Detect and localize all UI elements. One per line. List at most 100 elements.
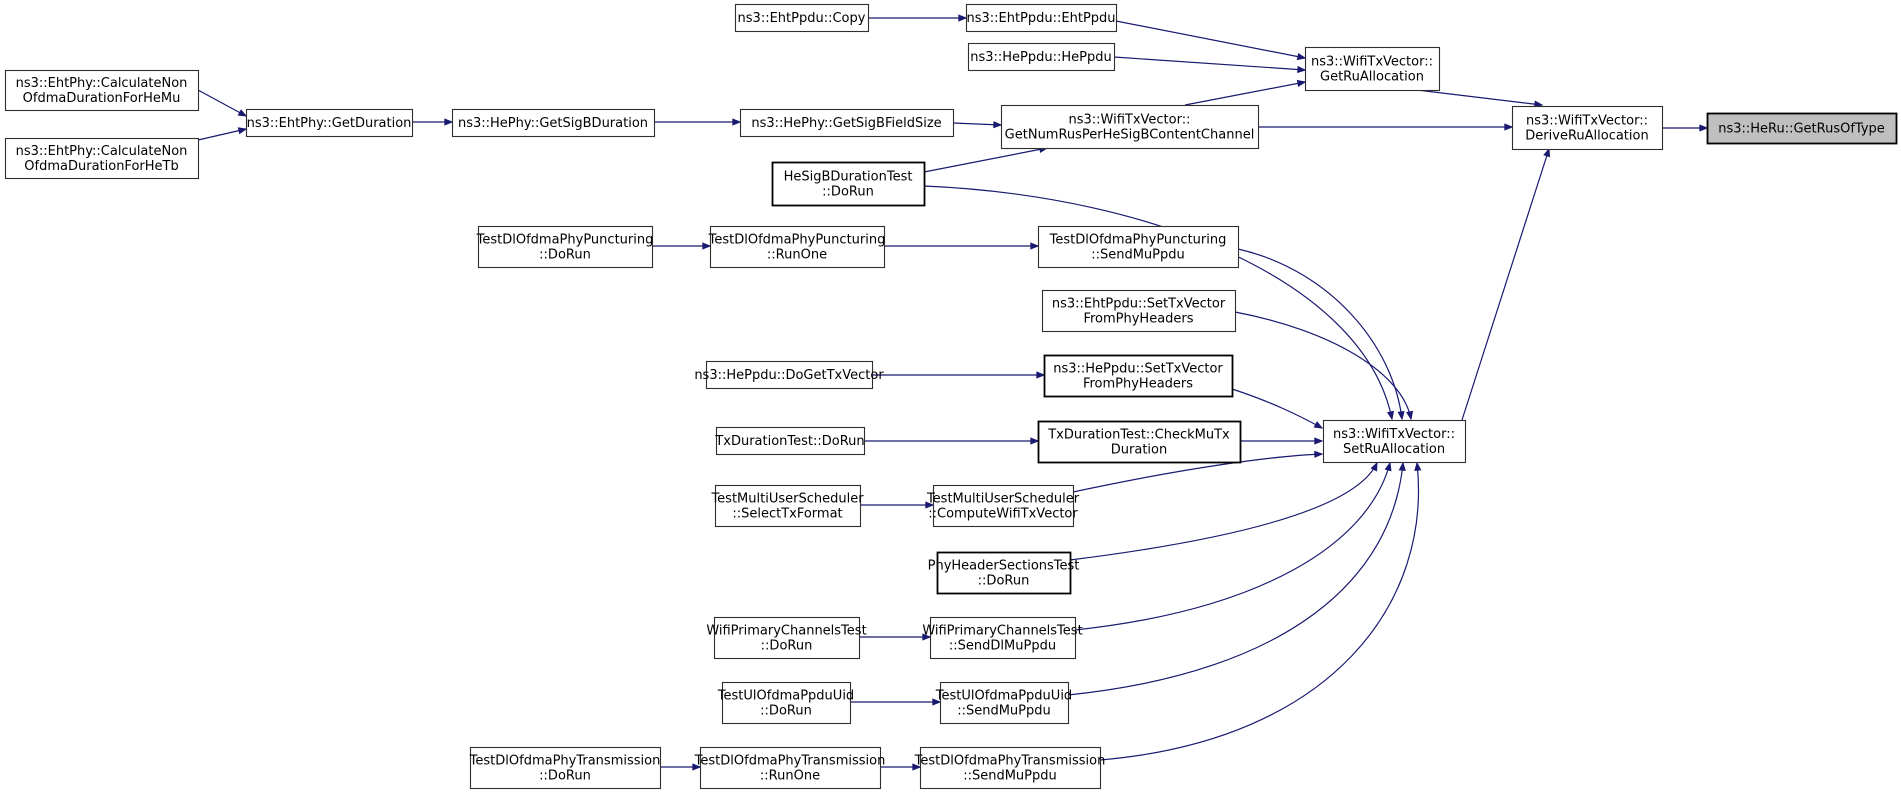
node-test-dl-ofdma-phy-puncturing-sendmuppdu[interactable]: TestDlOfdmaPhyPuncturing::SendMuPpdu — [1037, 225, 1240, 269]
node-label: ::SendMuPpdu — [1091, 248, 1185, 263]
node-label: ::SendMuPpdu — [963, 769, 1057, 784]
node-calc-he-tb[interactable]: ns3::EhtPhy::CalculateNonOfdmaDurationFo… — [4, 137, 200, 180]
edge-test-dl-ofdma-phy-puncturing-sendmuppdu--set-ru-allocation — [1237, 248, 1405, 421]
node-label: TestDlOfdmaPhyTransmission — [469, 754, 661, 769]
node-get-rus-of-type: ns3::HeRu::GetRusOfType — [1706, 112, 1898, 145]
node-label: TestDlOfdmaPhyPuncturing — [1049, 233, 1227, 248]
node-label: Duration — [1111, 443, 1167, 458]
node-label: ::SendDlMuPpdu — [949, 639, 1056, 654]
node-he-get-sigb-duration[interactable]: ns3::HePhy::GetSigBDuration — [451, 108, 656, 138]
node-label: ns3::EhtPhy::GetDuration — [247, 116, 412, 131]
node-test-dl-ofdma-phy-puncturing-dorun[interactable]: TestDlOfdmaPhyPuncturing::DoRun — [476, 225, 654, 269]
edge-eht-ppdu-set-txvector-from-phy-headers--set-ru-allocation — [1234, 311, 1414, 421]
node-label: ::RunOne — [767, 248, 827, 263]
node-tx-duration-test-dorun[interactable]: TxDurationTest::DoRun — [714, 426, 866, 456]
node-label: TxDurationTest::DoRun — [714, 434, 864, 449]
node-label: ns3::EhtPpdu::EhtPpdu — [966, 11, 1115, 26]
node-label: ::DoRun — [539, 248, 591, 263]
node-wifi-primary-channels-test-dorun[interactable]: WifiPrimaryChannelsTest::DoRun — [706, 616, 867, 660]
node-label: TestUlOfdmaPpduUid — [717, 689, 854, 704]
edge-set-ru-allocation--derive-ru-allocation — [1461, 147, 1551, 421]
node-get-num-rus-per-he-sigb-content-channel[interactable]: ns3::WifiTxVector::GetNumRusPerHeSigBCon… — [1000, 104, 1260, 150]
node-label: ::ComputeWifiTxVector — [928, 507, 1078, 522]
node-label: GetNumRusPerHeSigBContentChannel — [1005, 128, 1255, 143]
node-get-ru-allocation[interactable]: ns3::WifiTxVector::GetRuAllocation — [1304, 46, 1441, 92]
edge-test-ul-ofdma-ppdu-uid-sendmuppdu--set-ru-allocation — [1067, 461, 1406, 696]
edge-get-ru-allocation--derive-ru-allocation — [1416, 89, 1544, 108]
node-test-dl-ofdma-phy-transmission-sendmuppdu[interactable]: TestDlOfdmaPhyTransmission::SendMuPpdu — [914, 746, 1106, 790]
node-label: ns3::WifiTxVector:: — [1311, 55, 1433, 70]
node-he-ppdu-ctor[interactable]: ns3::HePpdu::HePpdu — [967, 42, 1116, 72]
edge-wifi-primary-channels-test-send-dl-mu-ppdu--set-ru-allocation — [1074, 461, 1392, 631]
node-label: ns3::EhtPhy::CalculateNon — [16, 76, 188, 91]
node-calc-he-mu[interactable]: ns3::EhtPhy::CalculateNonOfdmaDurationFo… — [4, 69, 200, 112]
node-label: ::DoRun — [761, 639, 813, 654]
node-test-dl-ofdma-phy-puncturing-runone[interactable]: TestDlOfdmaPhyPuncturing::RunOne — [708, 225, 886, 269]
node-label: OfdmaDurationForHeTb — [24, 159, 178, 174]
node-label: ::RunOne — [760, 769, 820, 784]
node-label: ::DoRun — [760, 704, 812, 719]
node-label: ns3::WifiTxVector:: — [1068, 113, 1190, 128]
node-label: TestDlOfdmaPhyPuncturing — [476, 233, 654, 248]
edge-he-get-sigb-field-size--get-num-rus-per-he-sigb-content-channel — [952, 121, 1003, 129]
node-he-ppdu-doget-txvector[interactable]: ns3::HePpdu::DoGetTxVector — [694, 360, 884, 390]
node-label: ns3::HePpdu::HePpdu — [970, 50, 1112, 65]
node-test-dl-ofdma-phy-transmission-dorun[interactable]: TestDlOfdmaPhyTransmission::DoRun — [469, 746, 662, 790]
node-label: TestMultiUserScheduler — [710, 492, 864, 507]
edge-test-multi-user-scheduler-compute-wifi-txvector--set-ru-allocation — [1072, 450, 1324, 493]
node-label: ::SelectTxFormat — [732, 507, 842, 522]
edge-get-num-rus-per-he-sigb-content-channel--get-ru-allocation — [1184, 79, 1307, 106]
node-test-dl-ofdma-phy-transmission-runone[interactable]: TestDlOfdmaPhyTransmission::RunOne — [694, 746, 886, 790]
node-label: ns3::WifiTxVector:: — [1333, 427, 1455, 442]
node-label: ns3::EhtPpdu::Copy — [738, 11, 866, 26]
node-phy-header-sections-test-dorun[interactable]: PhyHeaderSectionsTest::DoRun — [928, 551, 1080, 595]
node-label: TestDlOfdmaPhyTransmission — [694, 754, 886, 769]
edge-phy-header-sections-test-dorun--set-ru-allocation — [1069, 461, 1378, 561]
node-eht-ppdu-copy[interactable]: ns3::EhtPpdu::Copy — [734, 3, 870, 33]
node-label: ns3::WifiTxVector:: — [1526, 114, 1648, 129]
node-label: ::DoRun — [978, 574, 1030, 589]
edge-calc-he-tb--eht-get-duration — [197, 127, 248, 141]
node-label: FromPhyHeaders — [1083, 377, 1193, 392]
node-test-ul-ofdma-ppdu-uid-dorun[interactable]: TestUlOfdmaPpduUid::DoRun — [717, 681, 854, 725]
node-label: ns3::HePhy::GetSigBDuration — [458, 116, 648, 131]
node-he-get-sigb-field-size[interactable]: ns3::HePhy::GetSigBFieldSize — [739, 108, 955, 138]
node-label: ns3::HePhy::GetSigBFieldSize — [751, 116, 941, 131]
node-label: FromPhyHeaders — [1083, 312, 1193, 327]
edge-test-dl-ofdma-phy-transmission-sendmuppdu--set-ru-allocation — [1099, 461, 1422, 761]
node-eht-get-duration[interactable]: ns3::EhtPhy::GetDuration — [245, 108, 414, 138]
node-test-ul-ofdma-ppdu-uid-sendmuppdu[interactable]: TestUlOfdmaPpduUid::SendMuPpdu — [935, 681, 1072, 725]
node-label: ns3::HePpdu::SetTxVector — [1053, 362, 1223, 377]
node-label: WifiPrimaryChannelsTest — [922, 624, 1082, 639]
node-label: TestDlOfdmaPhyTransmission — [914, 754, 1106, 769]
edge-calc-he-mu--eht-get-duration — [197, 89, 248, 117]
node-label: ::DoRun — [822, 185, 874, 200]
node-derive-ru-allocation[interactable]: ns3::WifiTxVector::DeriveRuAllocation — [1511, 105, 1664, 151]
node-label: TxDurationTest::CheckMuTx — [1047, 428, 1230, 443]
node-eht-ppdu-ctor[interactable]: ns3::EhtPpdu::EhtPpdu — [965, 3, 1118, 33]
node-label: ns3::EhtPpdu::SetTxVector — [1052, 297, 1226, 312]
node-label: ns3::EhtPhy::CalculateNon — [16, 144, 188, 159]
edge-he-sigb-duration-test-dorun--get-num-rus-per-he-sigb-content-channel — [923, 145, 1049, 173]
edge-he-ppdu-ctor--get-ru-allocation — [1113, 56, 1307, 74]
node-label: OfdmaDurationForHeMu — [23, 91, 181, 106]
node-label: PhyHeaderSectionsTest — [928, 559, 1080, 574]
node-label: TestUlOfdmaPpduUid — [935, 689, 1072, 704]
edge-he-ppdu-set-txvector-from-phy-headers--set-ru-allocation — [1231, 388, 1324, 429]
node-label: ns3::HeRu::GetRusOfType — [1718, 122, 1885, 137]
node-he-sigb-duration-test-dorun[interactable]: HeSigBDurationTest::DoRun — [771, 161, 926, 207]
node-label: ::SendMuPpdu — [957, 704, 1051, 719]
node-wifi-primary-channels-test-send-dl-mu-ppdu[interactable]: WifiPrimaryChannelsTest::SendDlMuPpdu — [922, 616, 1083, 660]
node-test-multi-user-scheduler-select-tx-format[interactable]: TestMultiUserScheduler::SelectTxFormat — [710, 484, 864, 528]
node-label: SetRuAllocation — [1343, 442, 1445, 457]
node-label: DeriveRuAllocation — [1525, 129, 1648, 144]
node-label: GetRuAllocation — [1320, 70, 1424, 85]
node-label: TestDlOfdmaPhyPuncturing — [708, 233, 886, 248]
node-test-multi-user-scheduler-compute-wifi-txvector[interactable]: TestMultiUserScheduler::ComputeWifiTxVec… — [926, 484, 1080, 528]
node-set-ru-allocation[interactable]: ns3::WifiTxVector::SetRuAllocation — [1322, 419, 1467, 464]
